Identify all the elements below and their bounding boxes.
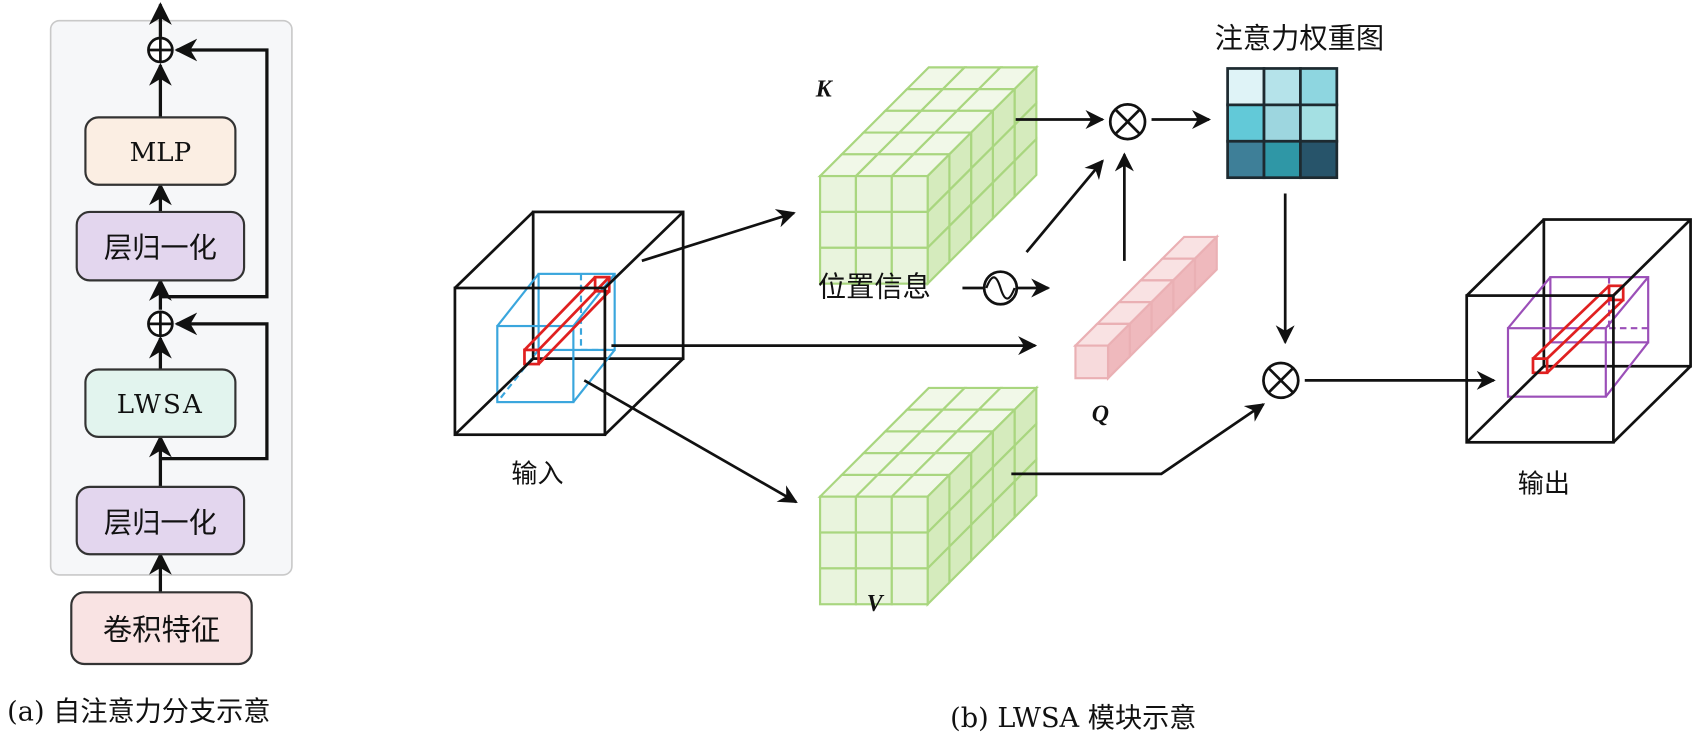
mlp-label: MLP [130,138,192,168]
input-label: 输入 [511,460,563,490]
positional-encoding-icon [982,270,1019,306]
lwsa-block: LWSA [84,368,237,438]
multiply-icon [1262,361,1300,400]
voxel-front [854,495,893,534]
residual-connection-1 [160,312,269,461]
k-tensor [817,64,1039,287]
voxel-front [890,531,929,570]
voxel-front [854,567,893,606]
attention-cell [1299,67,1339,107]
panel-b: 输入 K V Q 位置信息 注意力 [453,22,1692,734]
output-cube [1465,218,1692,444]
multiply-icon [1108,102,1147,141]
voxel-front [890,174,929,214]
attention-cell [1262,103,1302,143]
layernorm-label: 层归一化 [104,232,217,265]
input-window [496,272,616,404]
attention-weight-map [1226,67,1339,180]
panel-b-caption: (b) LWSA 模块示意 [950,703,1196,734]
layernorm-label: 层归一化 [104,507,217,540]
conv-features-label: 卷积特征 [103,613,220,647]
voxel-front [890,246,929,285]
q-voxel-front [1074,344,1110,380]
voxel-front [818,567,858,606]
output-token [1531,284,1625,375]
output-label: 输出 [1518,469,1570,499]
voxel-front [854,210,893,249]
voxel-front [890,210,929,249]
voxel-front [818,246,858,285]
attention-cell [1262,139,1302,180]
voxel-front [818,495,858,534]
residual-connection-2 [160,38,269,299]
attention-cell [1226,103,1266,143]
voxel-front [854,174,893,214]
voxel-front [890,495,929,534]
k-label: K [815,77,834,103]
q-tensor [1072,234,1220,381]
lwsa-label: LWSA [117,390,204,420]
q-label: Q [1092,402,1109,428]
panel-a: MLP 层归一化 LWSA 层归一化 卷积特征 (a) 自注意力分支示意 [7,2,293,728]
conv-features-block: 卷积特征 [70,591,253,666]
v-tensor [817,385,1039,607]
attention-cell [1299,139,1339,180]
input-cube [453,210,685,437]
attention-cell [1262,67,1302,107]
attention-cell [1226,139,1266,180]
position-info-label: 位置信息 [818,271,931,304]
v-label: V [867,591,885,617]
arrow-position-to-multiply [1025,159,1104,253]
add-icon [147,36,174,64]
layernorm-block-1: 层归一化 [75,485,246,556]
voxel-front [818,174,858,214]
attention-cell [1226,67,1266,107]
voxel-front [818,210,858,249]
voxel-front [854,531,893,570]
panel-a-caption: (a) 自注意力分支示意 [7,697,270,728]
mlp-block: MLP [84,116,237,186]
layernorm-block-2: 层归一化 [75,210,246,282]
arrow-input-to-k [641,209,796,263]
arrow-v-to-multiply [1011,403,1266,476]
voxel-front [818,531,858,570]
add-icon [147,310,174,338]
arrow-input-to-v [583,379,798,504]
attention-map-label: 注意力权重图 [1215,22,1385,55]
attention-cell [1299,103,1339,143]
voxel-front [890,567,929,606]
